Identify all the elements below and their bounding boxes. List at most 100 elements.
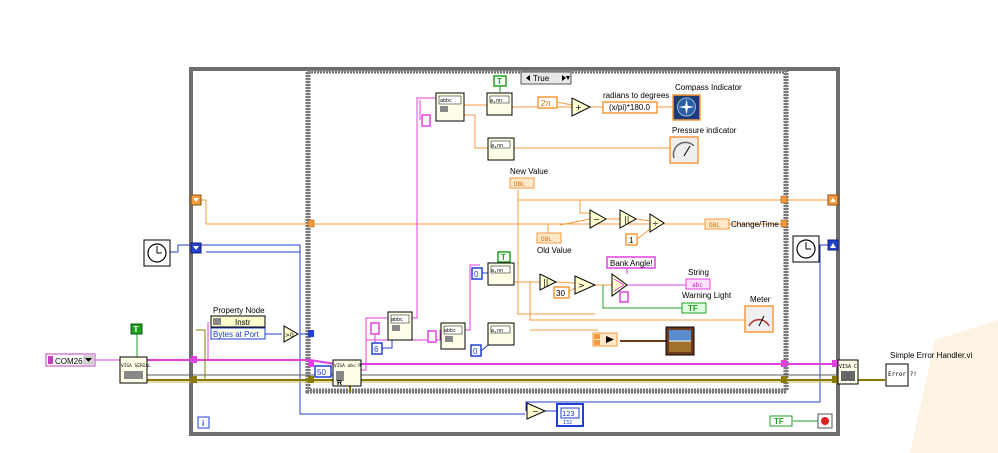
loop-condition-terminal[interactable] bbox=[817, 413, 833, 429]
horizon-indicator[interactable] bbox=[665, 326, 695, 356]
loop-iteration-terminal: i bbox=[197, 416, 210, 429]
svg-text:−: − bbox=[593, 215, 600, 224]
svg-text:abbc: abbc bbox=[391, 317, 403, 323]
svg-text:+: + bbox=[575, 103, 582, 112]
one-constant[interactable]: 1 bbox=[625, 233, 638, 246]
svg-text:a,nn: a,nn bbox=[491, 143, 503, 149]
greater-than-node[interactable]: > bbox=[574, 275, 597, 295]
svg-text:||: || bbox=[624, 215, 629, 224]
svg-text:i: i bbox=[202, 419, 204, 428]
svg-text:T: T bbox=[501, 253, 506, 262]
com-port-constant[interactable]: COM26 bbox=[45, 353, 96, 367]
string-indicator[interactable]: String abc bbox=[685, 268, 711, 290]
pink-constant-c[interactable] bbox=[427, 330, 437, 343]
two-pi-constant[interactable]: 2π bbox=[537, 96, 558, 109]
visa-read-node[interactable]: VISA abc R R bbox=[332, 359, 362, 387]
formula-node[interactable]: radians to degrees (x/pi)*180.0 bbox=[602, 91, 669, 114]
visa-configure-serial-node[interactable]: VISA SERIAL bbox=[119, 356, 151, 384]
wait-timer-right[interactable] bbox=[792, 235, 820, 263]
compass-indicator[interactable]: Compass Indicator bbox=[672, 83, 742, 121]
svg-text:123: 123 bbox=[562, 410, 575, 418]
true-constant-configure[interactable]: T bbox=[130, 323, 143, 335]
greater-than-zero-node[interactable]: >0 bbox=[283, 325, 300, 343]
pink-constant-b[interactable] bbox=[370, 322, 380, 335]
fifty-constant[interactable]: 50 bbox=[314, 365, 332, 378]
svg-text:50: 50 bbox=[317, 368, 326, 377]
instr-label: Instr bbox=[235, 318, 251, 327]
subtract-node-bottom[interactable]: − bbox=[526, 402, 547, 420]
case-structure[interactable] bbox=[305, 68, 789, 394]
true-constant-stop[interactable]: TF bbox=[769, 415, 793, 427]
svg-text:6: 6 bbox=[374, 345, 379, 354]
pink-constant-a[interactable] bbox=[421, 114, 431, 127]
meter-icon bbox=[748, 318, 770, 327]
zero-constant-b[interactable]: 0 bbox=[470, 344, 482, 357]
property-node[interactable]: Property Node Instr Bytes at Port bbox=[210, 306, 266, 340]
svg-text:I32: I32 bbox=[563, 420, 572, 426]
bundle-node[interactable] bbox=[592, 332, 618, 347]
old-value-label: Old Value bbox=[537, 246, 572, 255]
string-subset-mid[interactable]: abbc bbox=[387, 311, 413, 341]
change-time-indicator[interactable]: DBL Change/Time bbox=[704, 218, 779, 230]
svg-text:T: T bbox=[134, 325, 139, 334]
shift-register-right[interactable] bbox=[827, 194, 839, 206]
divide-node[interactable]: ÷ bbox=[649, 213, 665, 233]
pink-constant-empty[interactable] bbox=[619, 291, 629, 303]
blue-shift-register-left[interactable] bbox=[190, 242, 202, 254]
zero-constant-a[interactable]: 0 bbox=[471, 267, 483, 280]
case-selector-label: True bbox=[533, 74, 550, 83]
wait-timer-left[interactable] bbox=[143, 239, 171, 267]
scan-number-horizon[interactable]: a,nn bbox=[487, 322, 515, 346]
indicator-123[interactable]: 123 I32 bbox=[556, 403, 584, 427]
tunnels bbox=[191, 195, 838, 383]
bank-angle-label: Bank Angle! bbox=[610, 259, 653, 268]
absolute-value-bank[interactable]: || bbox=[539, 273, 558, 291]
string-subset-lower[interactable]: abbc bbox=[440, 322, 466, 350]
svg-text:÷: ÷ bbox=[652, 219, 659, 228]
com-port-label: COM26 bbox=[55, 357, 83, 366]
svg-text:||: || bbox=[543, 278, 548, 287]
string-label: String bbox=[688, 268, 709, 277]
meter-indicator[interactable]: Meter bbox=[744, 295, 774, 333]
blue-shift-register-right[interactable] bbox=[827, 239, 839, 251]
select-node[interactable] bbox=[611, 273, 628, 297]
svg-text:DBL: DBL bbox=[514, 181, 525, 188]
six-constant[interactable]: 6 bbox=[371, 342, 383, 355]
pressure-indicator-label: Pressure indicator bbox=[672, 126, 737, 135]
simple-error-handler-node[interactable]: Simple Error Handler.vi Error ?! bbox=[885, 351, 972, 387]
svg-text:T: T bbox=[497, 77, 502, 86]
string-subset-top[interactable]: abbc bbox=[435, 92, 465, 122]
bank-angle-constant[interactable]: Bank Angle! bbox=[606, 256, 656, 269]
svg-text:1: 1 bbox=[629, 236, 634, 245]
svg-text:TF: TF bbox=[774, 417, 784, 426]
case-selector[interactable]: True bbox=[520, 71, 572, 85]
old-value-local[interactable]: DBL Old Value bbox=[536, 232, 572, 255]
pressure-indicator[interactable]: Pressure indicator bbox=[669, 126, 737, 164]
svg-text:VISA C: VISA C bbox=[839, 364, 857, 370]
svg-text:>: > bbox=[578, 281, 585, 290]
warning-light-indicator[interactable]: Warning Light TF bbox=[681, 291, 732, 314]
bytes-at-port-label: Bytes at Port bbox=[213, 330, 260, 339]
svg-text:R: R bbox=[337, 380, 342, 387]
absolute-value-node[interactable]: || bbox=[619, 209, 638, 229]
true-constant-a[interactable]: T bbox=[493, 75, 507, 87]
scan-number-pressure[interactable]: a,nn bbox=[487, 137, 515, 161]
true-constant-b[interactable]: T bbox=[497, 251, 511, 263]
warning-light-label: Warning Light bbox=[682, 291, 732, 300]
svg-text:abbc: abbc bbox=[440, 98, 452, 104]
scan-number-top[interactable]: a,nn bbox=[486, 92, 513, 116]
svg-text:DBL: DBL bbox=[541, 236, 552, 243]
stop-icon bbox=[821, 417, 829, 425]
add-node-compass[interactable]: + bbox=[571, 97, 592, 117]
svg-text:a,nn: a,nn bbox=[490, 98, 502, 104]
new-value-local[interactable]: New Value DBL bbox=[509, 167, 549, 189]
svg-text:DBL: DBL bbox=[709, 222, 720, 229]
shift-register-left[interactable] bbox=[190, 194, 202, 206]
scan-number-bank[interactable]: a,nn bbox=[487, 262, 515, 286]
subtract-node[interactable]: − bbox=[589, 209, 608, 229]
svg-text:a,nn: a,nn bbox=[491, 268, 503, 274]
visa-serial-label: VISA SERIAL bbox=[121, 363, 151, 369]
thirty-constant[interactable]: 30 bbox=[553, 286, 570, 299]
gauge-icon bbox=[672, 141, 695, 159]
visa-close-node[interactable]: VISA C bbox=[837, 359, 859, 385]
